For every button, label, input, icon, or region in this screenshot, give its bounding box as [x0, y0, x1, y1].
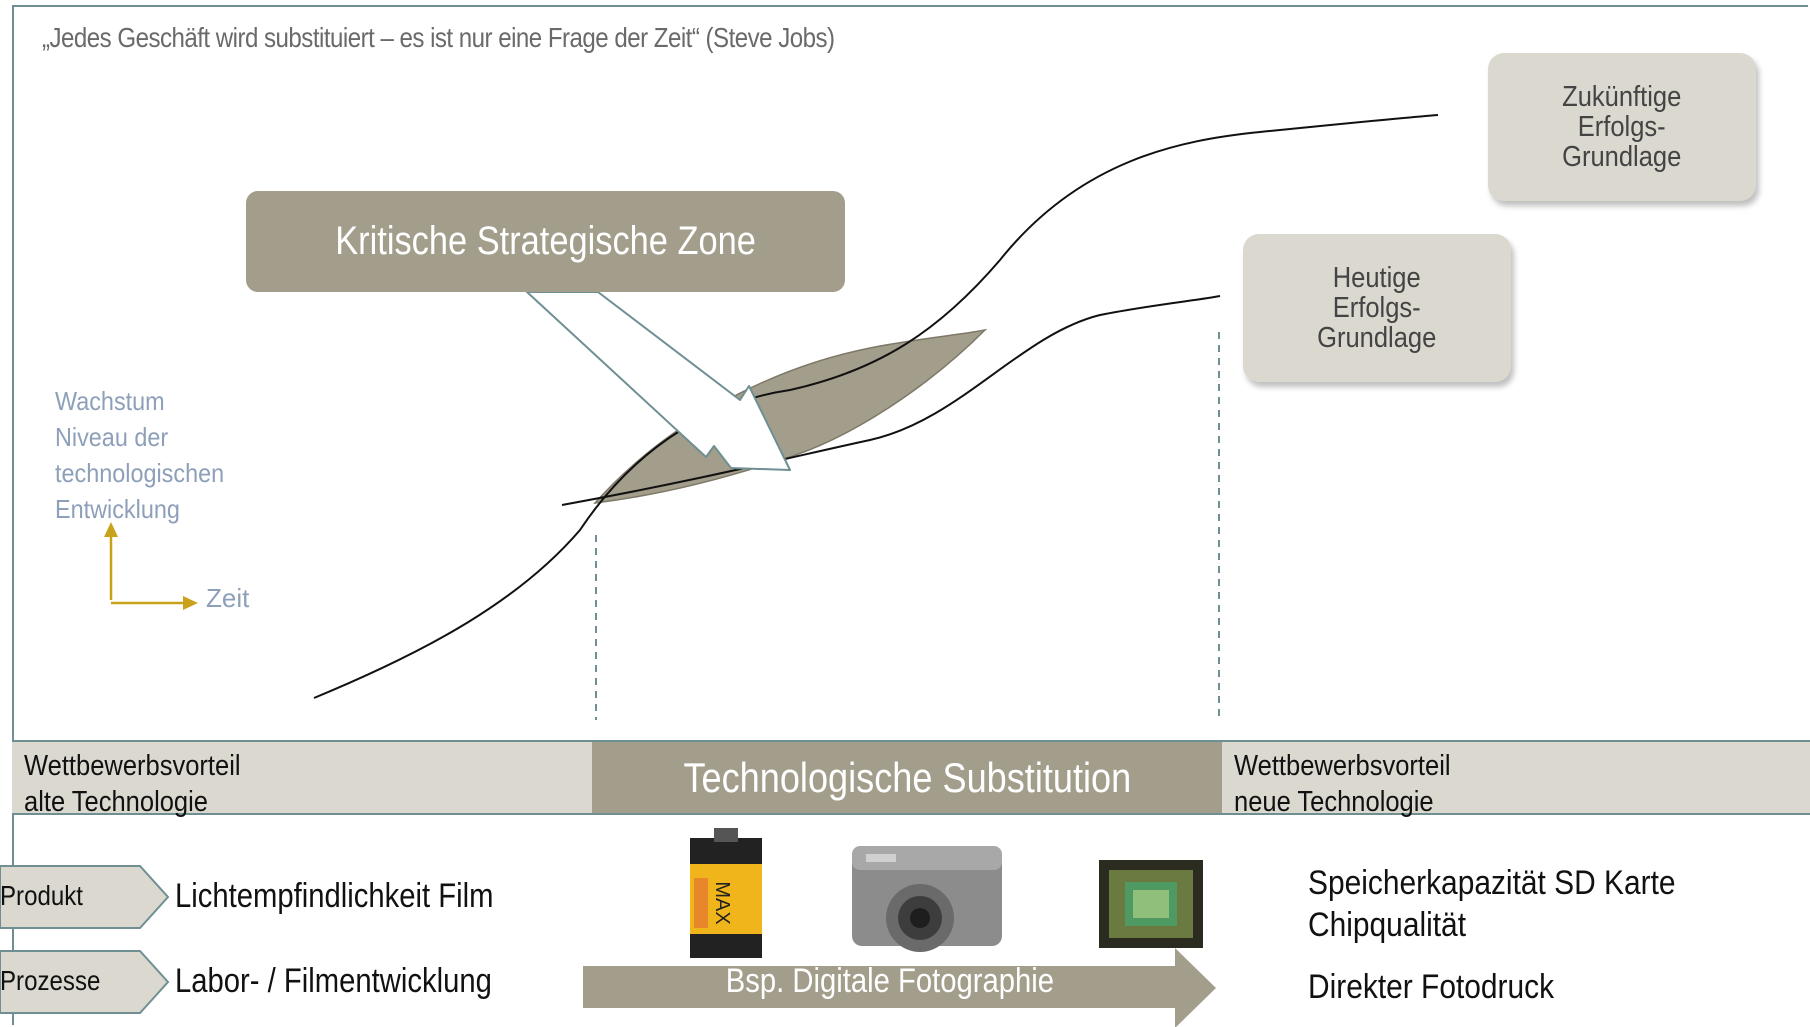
band-substitution-label: Technologische Substitution: [683, 753, 1131, 801]
film-roll-icon: MAX: [690, 828, 762, 958]
today-success-base-label: Heutige Erfolgs- Grundlage: [1317, 262, 1437, 354]
example-arrow: [583, 948, 1216, 1027]
axes-icon: [104, 522, 198, 610]
new-technology-curve: [313, 114, 1439, 699]
y-axis-label: Wachstum Niveau der technologischen Entw…: [55, 386, 225, 524]
process-new-text: Direkter Fotodruck: [1308, 968, 1555, 1006]
old-technology-curve: [561, 295, 1221, 506]
critical-zone-box: Kritische Strategische Zone: [246, 191, 845, 292]
digital-camera-icon: [852, 846, 1002, 952]
example-label: Bsp. Digitale Fotographie: [725, 962, 1055, 1000]
band-new-technology-label: Wettbewerbsvorteil neue Technologie: [1234, 750, 1451, 818]
product-tab-label: Produkt: [0, 880, 83, 911]
future-success-base-label: Zukünftige Erfolgs- Grundlage: [1562, 81, 1682, 173]
x-axis-label: Zeit: [206, 583, 250, 613]
product-new-text: Speicherkapazität SD Karte Chipqualität: [1308, 864, 1676, 944]
band-old-technology-label: Wettbewerbsvorteil alte Technologie: [24, 750, 241, 818]
critical-zone-label: Kritische Strategische Zone: [335, 219, 756, 263]
product-tab-shape: [0, 865, 170, 929]
future-success-base-box: Zukünftige Erfolgs- Grundlage: [1488, 53, 1756, 201]
process-tab-label: Prozesse: [0, 965, 101, 996]
zone-pointer-arrow: [526, 291, 791, 471]
image-sensor-chip-icon: [1099, 860, 1203, 948]
band-new-technology: Wettbewerbsvorteil neue Technologie: [1222, 740, 1810, 818]
quote-text: „Jedes Geschäft wird substituiert – es i…: [42, 22, 835, 53]
band-substitution: Technologische Substitution: [592, 740, 1222, 815]
product-old-text: Lichtempfindlichkeit Film: [175, 877, 494, 915]
svg-text:MAX: MAX: [711, 881, 733, 924]
today-success-base-box: Heutige Erfolgs- Grundlage: [1243, 234, 1511, 382]
slide-frame: [12, 5, 1808, 1025]
process-old-text: Labor- / Filmentwicklung: [175, 962, 492, 1000]
process-tab-shape: [0, 950, 170, 1014]
band-old-technology: Wettbewerbsvorteil alte Technologie: [12, 740, 592, 818]
example-label-box: Bsp. Digitale Fotographie: [590, 962, 1190, 1001]
